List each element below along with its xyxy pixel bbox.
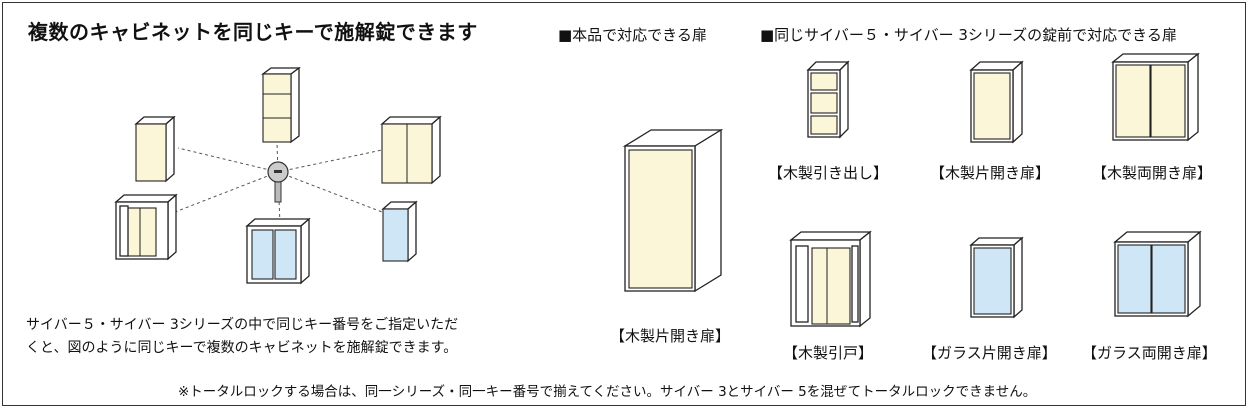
label-wood-sliding: 【木製引戸】 xyxy=(783,344,874,362)
description-line-1: サイバー５・サイバー 3シリーズの中で同じキー番号をご指定いただ xyxy=(26,317,459,333)
cabinet-wood-sliding xyxy=(789,230,872,328)
cabinet-wood-sliding-small xyxy=(114,193,178,261)
cabinet-glass-single xyxy=(969,236,1024,319)
cabinet-wood-double-small xyxy=(380,115,442,185)
footnote: ※トータルロックする場合は、同一シリーズ・同一キー番号で揃えてください。サイバー… xyxy=(178,384,1037,400)
label-wood-drawer: 【木製引き出し】 xyxy=(768,164,889,182)
label-glass-double: 【ガラス両開き扉】 xyxy=(1082,344,1217,362)
cabinet-wood-single xyxy=(969,60,1024,144)
section-heading-same-series: ■同じサイバー５・サイバー 3シリーズの錠前で対応できる扉 xyxy=(760,26,1177,44)
label-wood-single: 【木製片開き扉】 xyxy=(930,164,1051,182)
label-main-cabinet: 【木製片開き扉】 xyxy=(610,327,731,345)
cabinet-wood-drawer xyxy=(806,60,850,139)
cabinet-wood-single-small xyxy=(134,115,176,183)
label-wood-double: 【木製両開き扉】 xyxy=(1092,164,1213,182)
cabinet-glass-single-small xyxy=(381,200,418,263)
cabinet-main-wood-single xyxy=(622,128,724,293)
key-icon xyxy=(267,161,289,203)
label-glass-single: 【ガラス片開き扉】 xyxy=(922,344,1057,362)
cabinet-glass-double xyxy=(1113,230,1202,318)
section-heading-this-product: ■本品で対応できる扉 xyxy=(558,26,707,44)
description-line-2: くと、図のように同じキーで複数のキャビネットを施解錠できます。 xyxy=(26,340,458,356)
page-title: 複数のキャビネットを同じキーで施解錠できます xyxy=(28,20,478,44)
cabinet-glass-double-small xyxy=(245,217,311,285)
cabinet-wood-double xyxy=(1111,52,1200,142)
cabinet-drawer-small xyxy=(261,66,301,144)
